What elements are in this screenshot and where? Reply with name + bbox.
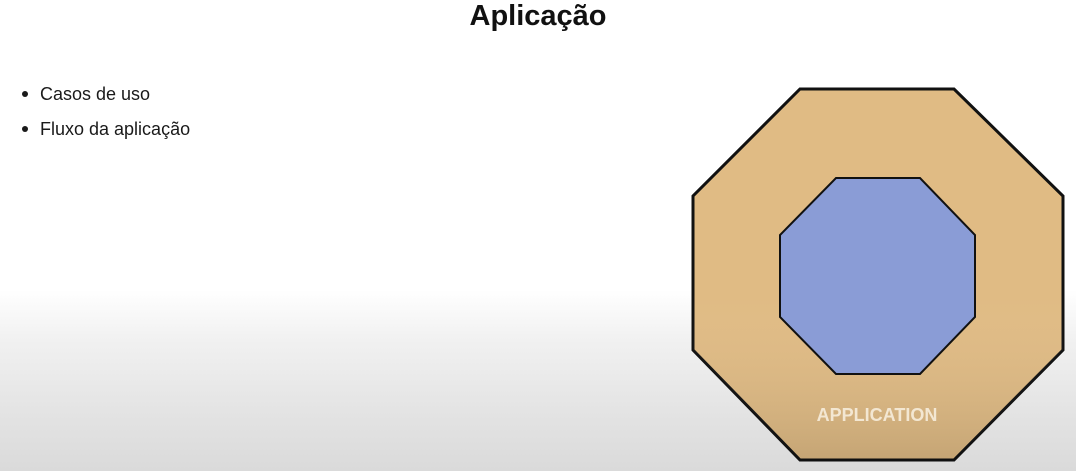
bullet-text: Casos de uso bbox=[40, 84, 151, 104]
octagon-diagram-svg: APPLICATION bbox=[691, 87, 1065, 462]
slide-title: Aplicação bbox=[469, 0, 607, 32]
bullet-dot-icon bbox=[22, 126, 28, 132]
bullet-dot-icon bbox=[22, 91, 28, 97]
bullet-text: Fluxo da aplicação bbox=[40, 119, 191, 139]
inner-domain-octagon bbox=[779, 177, 976, 375]
hexagonal-layers-diagram: APPLICATION bbox=[690, 86, 1066, 464]
bullet-item: Fluxo da aplicação bbox=[22, 117, 190, 141]
application-layer-label: APPLICATION bbox=[817, 405, 938, 425]
bullet-item: Casos de uso bbox=[22, 82, 190, 106]
bullet-list: Casos de uso Fluxo da aplicação bbox=[22, 82, 190, 152]
